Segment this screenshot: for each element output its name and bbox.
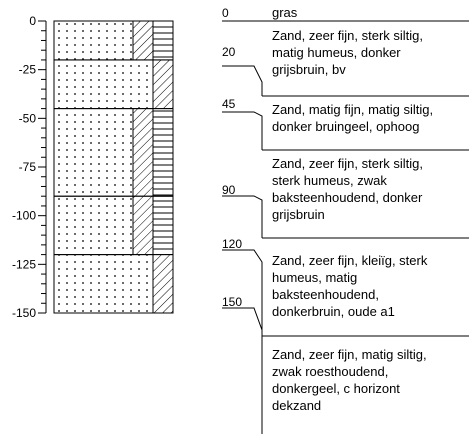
- humus-hatch: [152, 195, 174, 256]
- axis-tick-label: -50: [19, 111, 37, 125]
- depth-mark-20: 20: [222, 45, 236, 59]
- axis-tick-label: -75: [19, 160, 37, 174]
- sand-fill: [53, 20, 134, 61]
- humus-hatch: [152, 108, 174, 197]
- axis-tick-label: -150: [12, 306, 36, 320]
- depth-axis: 0 -25 -50 -75 -100 -125 -150: [12, 14, 47, 320]
- silt-hatch: [132, 20, 154, 61]
- sand-fill: [53, 59, 154, 110]
- soil-column: [53, 20, 174, 314]
- silt-hatch: [132, 108, 154, 197]
- axis-tick-label: -125: [12, 257, 36, 271]
- sand-fill: [53, 195, 134, 256]
- layer-description-120: Zand, zeer fijn, kleiïg, sterk humeus, m…: [272, 253, 428, 319]
- axis-tick-label: -25: [19, 63, 37, 77]
- depth-mark-150: 150: [222, 295, 243, 309]
- layer-description-150: Zand, zeer fijn, matig siltig, zwak roes…: [272, 347, 427, 413]
- depth-mark-90: 90: [222, 183, 236, 197]
- layer-description-0: gras: [272, 5, 298, 20]
- layer-description-90: Zand, zeer fijn, sterk siltig, sterk hum…: [272, 156, 423, 222]
- silt-hatch: [132, 195, 154, 256]
- silt-hatch: [152, 59, 174, 110]
- depth-mark-45: 45: [222, 97, 236, 111]
- humus-hatch: [152, 20, 174, 61]
- axis-tick-label: -100: [12, 209, 36, 223]
- description-connectors: [222, 20, 469, 434]
- sand-fill: [53, 108, 134, 197]
- axis-tick-label: 0: [29, 14, 36, 28]
- depth-mark-120: 120: [222, 237, 243, 251]
- sand-fill: [53, 254, 154, 314]
- silt-hatch: [152, 254, 174, 314]
- depth-mark-0: 0: [222, 6, 229, 20]
- layer-description-45: Zand, matig fijn, matig siltig, donker b…: [272, 102, 434, 134]
- layer-description-20: Zand, zeer fijn, sterk siltig, matig hum…: [272, 28, 423, 77]
